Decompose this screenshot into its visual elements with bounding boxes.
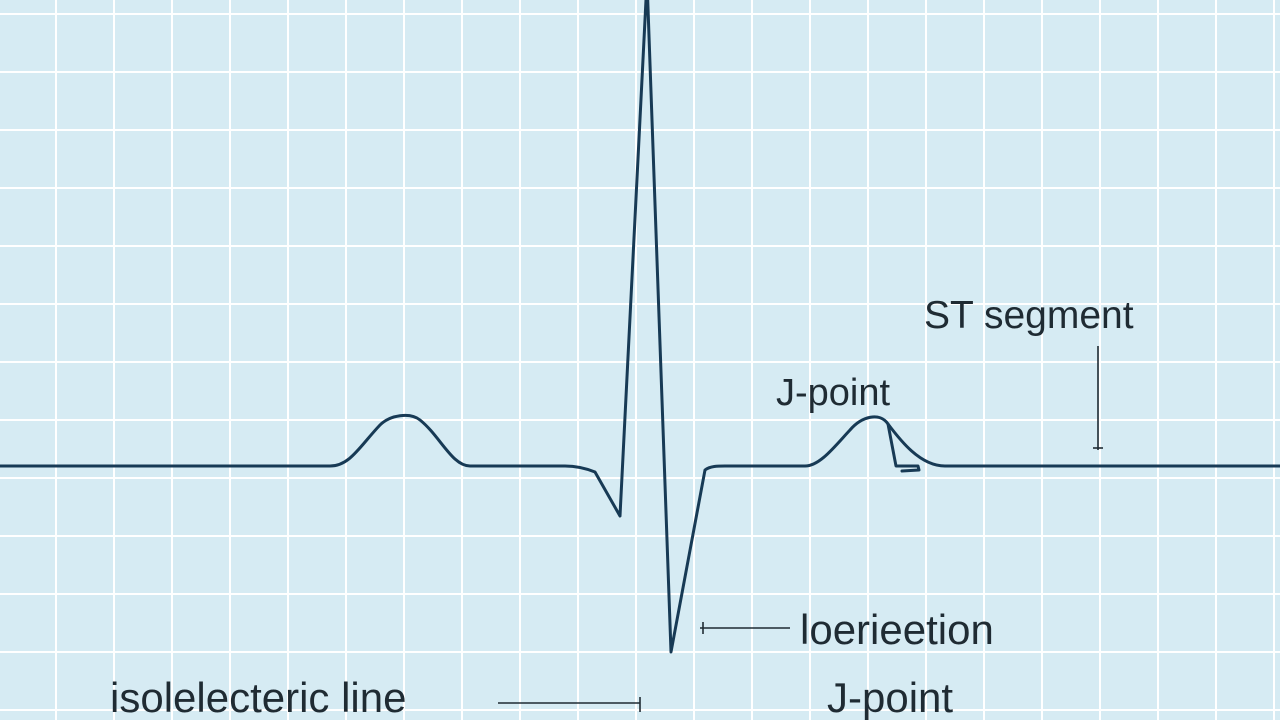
j-point-upper-label: J-point bbox=[776, 372, 890, 414]
j-point-hook bbox=[886, 422, 921, 473]
st-segment-arrow bbox=[1093, 346, 1103, 450]
loerieetion-label: loerieetion bbox=[800, 606, 994, 653]
j-point-lower-label: J-point bbox=[827, 674, 953, 720]
st-segment-label: ST segment bbox=[924, 294, 1134, 337]
ecg-trace bbox=[0, 0, 1280, 654]
isoelectric-arrow bbox=[498, 697, 641, 712]
loerieetion-arrow bbox=[700, 622, 790, 634]
isoelectric-line-label: isolelecteric line bbox=[110, 674, 406, 720]
